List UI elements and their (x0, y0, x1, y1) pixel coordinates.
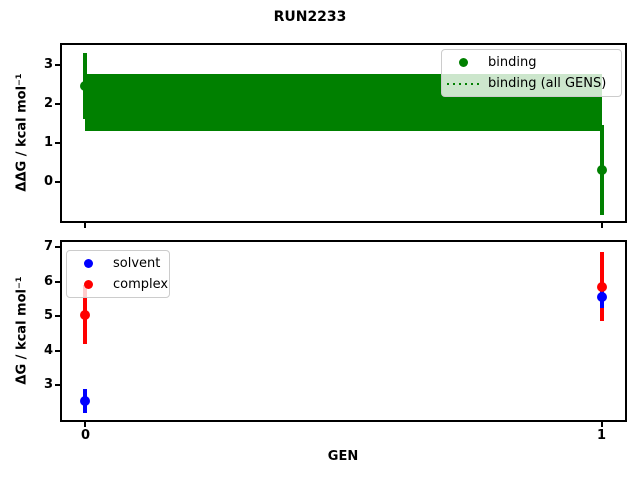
legend-dotted-line-icon (447, 82, 479, 85)
x-tick-label: 0 (80, 428, 90, 443)
y-tick (55, 102, 60, 105)
legend-entry: solvent (72, 253, 164, 274)
legend-label: solvent (113, 256, 161, 271)
legend-circle-marker-icon (72, 280, 104, 289)
x-tick (600, 422, 603, 427)
legend-circle-marker-icon (72, 259, 104, 268)
x-tick (600, 223, 603, 228)
complex-point (80, 309, 91, 320)
legend-entry: binding (all GENS) (447, 73, 616, 94)
dg-bottom-plot-legend: solvent complex (66, 250, 170, 298)
binding-point (596, 165, 607, 176)
legend-dot (458, 58, 468, 67)
legend-label: complex (113, 277, 169, 292)
legend-circle-marker-icon (447, 58, 479, 67)
y-tick (55, 246, 60, 249)
x-axis-label: GEN (327, 449, 359, 464)
y-tick-label: 3 (43, 56, 53, 72)
dg-bottom-plot-frame (60, 240, 627, 422)
y-tick-label: 3 (43, 377, 53, 393)
solvent-point (596, 292, 607, 303)
y-tick (55, 315, 60, 318)
complex-point (596, 281, 607, 292)
y-tick (55, 280, 60, 283)
binding-top-plot-frame (60, 43, 627, 223)
x-tick (84, 422, 87, 427)
y-tick-label: 4 (43, 342, 53, 358)
legend-label: binding (all GENS) (488, 76, 607, 91)
binding-top-plot-legend: binding binding (all GENS) (441, 49, 622, 97)
x-tick (84, 223, 87, 228)
y-tick (55, 180, 60, 183)
y-tick-label: 0 (43, 173, 53, 189)
y-tick-label: 6 (43, 273, 53, 289)
y-tick-label: 2 (43, 95, 53, 111)
binding-point (80, 81, 91, 92)
y-tick-label: 5 (43, 308, 53, 324)
y-tick-label: 1 (43, 134, 53, 150)
solvent-point (80, 395, 91, 406)
legend-entry: complex (72, 274, 168, 295)
y-tick (55, 384, 60, 387)
y-tick (55, 349, 60, 352)
y-tick-label: 7 (43, 239, 53, 255)
legend-dot (83, 259, 93, 268)
legend-label: binding (488, 55, 537, 70)
y-tick (55, 141, 60, 144)
legend-entry: binding (447, 52, 616, 73)
legend-dotted-line (447, 82, 479, 85)
legend-dot (83, 280, 93, 289)
y-tick (55, 63, 60, 66)
x-tick-label: 1 (596, 428, 607, 443)
figure-title: RUN2233 (273, 9, 347, 25)
